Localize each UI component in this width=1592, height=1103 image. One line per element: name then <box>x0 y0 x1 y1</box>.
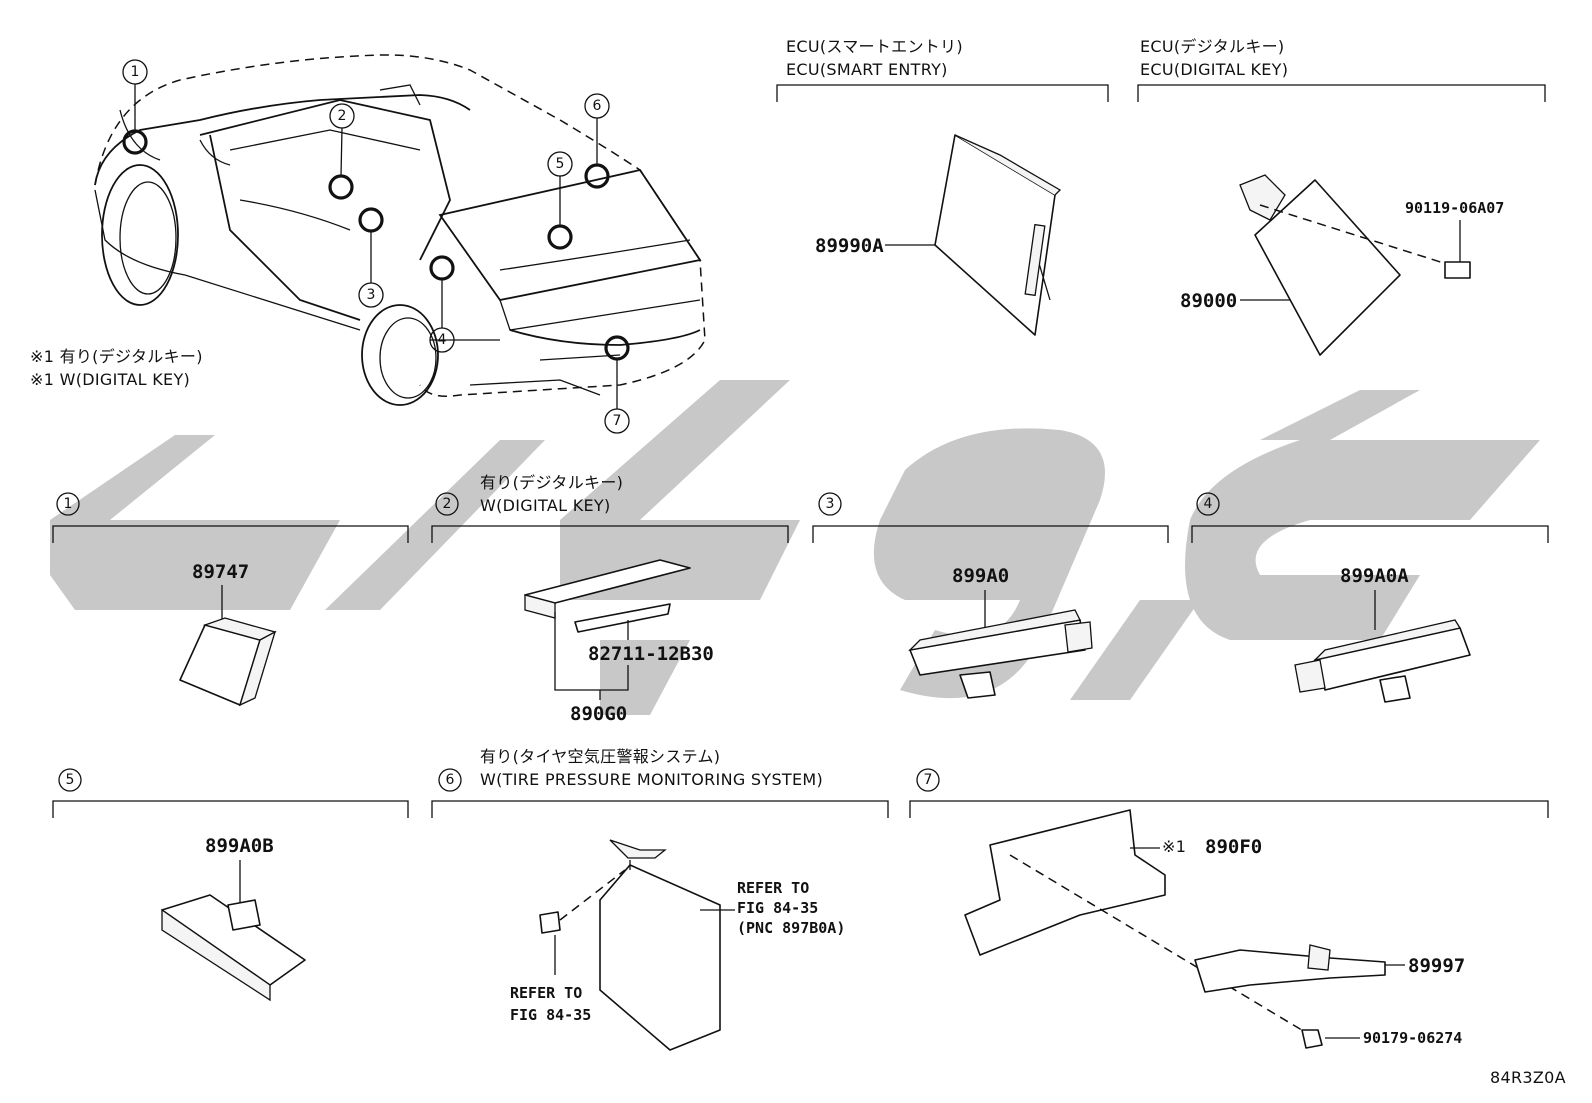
section-2-cond-jp: 有り(デジタルキー) <box>480 473 623 492</box>
callout-5: 5 <box>547 151 573 177</box>
callout-3: 3 <box>358 282 384 308</box>
callout-7: 7 <box>604 408 630 434</box>
ecu-smart-entry-label-jp: ECU(スマートエントリ) <box>786 37 963 56</box>
section-5: 5 899A0B <box>52 768 409 1002</box>
section-7: 7 ※1 890F0 89997 90179-06274 <box>909 768 1549 1049</box>
section-4: 4 899A0A <box>1191 492 1549 703</box>
tpms-receiver-drawing <box>599 864 721 1051</box>
section-1: 1 89747 <box>52 492 409 707</box>
sensor-location-2 <box>328 174 354 200</box>
section-6-cond-en: W(TIRE PRESSURE MONITORING SYSTEM) <box>480 770 823 789</box>
part-82711-12B30: 82711-12B30 <box>588 643 714 665</box>
svg-text:4: 4 <box>438 332 447 348</box>
footnote-jp: ※1 有り(デジタルキー) <box>30 347 203 366</box>
svg-text:6: 6 <box>593 98 602 114</box>
sensor-location-4 <box>429 255 455 281</box>
refer2-line1: REFER TO <box>510 984 582 1002</box>
svg-text:2: 2 <box>443 496 452 512</box>
sensor-location-6 <box>584 163 610 189</box>
part-890F0: 890F0 <box>1205 836 1262 858</box>
section-2-cond-en: W(DIGITAL KEY) <box>480 496 611 515</box>
ecu-digital-key-group: ECU(デジタルキー) ECU(DIGITAL KEY) 90119-06A07… <box>1137 37 1546 356</box>
refer1-line1: REFER TO <box>737 879 809 897</box>
screw-tpms <box>539 911 561 934</box>
part-89990A: 89990A <box>815 235 884 257</box>
ecu-digital-key-label-jp: ECU(デジタルキー) <box>1140 37 1284 56</box>
svg-text:1: 1 <box>131 64 140 80</box>
svg-text:7: 7 <box>613 413 622 429</box>
section-2: 有り(デジタルキー) 2 W(DIGITAL KEY) 82711-12B30 … <box>431 473 789 725</box>
watermark-logo <box>50 380 1540 715</box>
refer2-line2: FIG 84-35 <box>510 1006 591 1024</box>
part-89997: 89997 <box>1408 955 1465 977</box>
sensor-89997-drawing <box>1194 949 1386 993</box>
callout-4: 4 <box>429 327 455 353</box>
ecu-smart-entry-group: ECU(スマートエントリ) ECU(SMART ENTRY) 89990A <box>776 37 1109 336</box>
footnote-en: ※1 W(DIGITAL KEY) <box>30 370 190 389</box>
part-90119-06A07: 90119-06A07 <box>1405 199 1504 217</box>
car-sensor-markers <box>122 84 630 409</box>
ecu-smart-entry-label-en: ECU(SMART ENTRY) <box>786 60 948 79</box>
svg-text:3: 3 <box>367 287 376 303</box>
part-890G0: 890G0 <box>570 703 627 725</box>
svg-text:4: 4 <box>1204 496 1213 512</box>
callout-1: 1 <box>122 59 148 85</box>
part-899A0: 899A0 <box>952 565 1009 587</box>
part-82711-12B30-drawing <box>574 603 671 633</box>
svg-text:5: 5 <box>66 772 75 788</box>
sensor-location-5 <box>547 224 573 250</box>
bracket-890F0-drawing <box>964 809 1166 956</box>
nut-90179-06274 <box>1301 1029 1323 1049</box>
refer1-line3: (PNC 897B0A) <box>737 919 845 937</box>
screw-90119-06A07 <box>1444 261 1471 279</box>
part-89747: 89747 <box>192 561 249 583</box>
section-6: 有り(タイヤ空気圧警報システム) 6 W(TIRE PRESSURE MONIT… <box>431 747 889 1051</box>
refer1-line2: FIG 84-35 <box>737 899 818 917</box>
car-callout-circles: 1 2 3 4 5 6 7 <box>122 59 630 434</box>
section-3: 3 899A0 <box>812 492 1169 699</box>
svg-text:1: 1 <box>64 496 73 512</box>
car-illustration <box>94 54 706 406</box>
svg-text:6: 6 <box>446 772 455 788</box>
callout-6: 6 <box>584 93 610 119</box>
svg-text:2: 2 <box>338 108 347 124</box>
drawing-code: 84R3Z0A <box>1490 1068 1566 1087</box>
part-899A0B: 899A0B <box>205 835 274 857</box>
svg-text:3: 3 <box>826 496 835 512</box>
part-note-mark: ※1 <box>1162 837 1186 856</box>
sensor-location-3 <box>358 207 384 233</box>
callout-2: 2 <box>329 103 355 129</box>
part-899A0A: 899A0A <box>1340 565 1409 587</box>
svg-text:7: 7 <box>924 772 933 788</box>
part-90179-06274: 90179-06274 <box>1363 1029 1462 1047</box>
part-89000: 89000 <box>1180 290 1237 312</box>
section-6-cond-jp: 有り(タイヤ空気圧警報システム) <box>480 747 720 766</box>
ecu-digital-key-box <box>1254 179 1401 356</box>
svg-text:5: 5 <box>556 156 565 172</box>
ecu-digital-key-label-en: ECU(DIGITAL KEY) <box>1140 60 1288 79</box>
